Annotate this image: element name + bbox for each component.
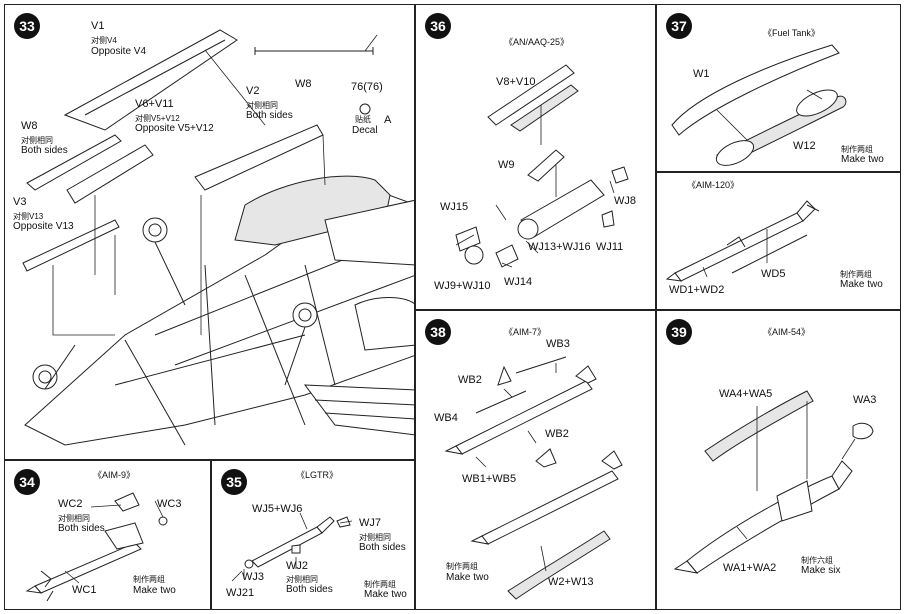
part-note-en-v6: Opposite V5+V12 bbox=[135, 123, 214, 134]
part-label-w12: W12 bbox=[793, 140, 816, 152]
step-36-panel: 36 《AN/AAQ-25》 V8+V10 W9 WJ15 WJ8 WJ13+W… bbox=[415, 4, 656, 310]
part-note-en-w8: Both sides bbox=[21, 145, 68, 156]
part-note-cn-v6: 对侧V5+V12 bbox=[135, 114, 180, 123]
part-label-wj9-wj10: WJ9+WJ10 bbox=[434, 280, 491, 292]
part-note-cn-v2: 对侧相同 bbox=[246, 101, 278, 110]
part-label-wj11: WJ11 bbox=[596, 241, 624, 253]
make-note-en: Make two bbox=[133, 585, 176, 596]
part-note-cn-wj7: 对侧相同 bbox=[359, 533, 391, 542]
part-label-v3: V3 bbox=[13, 196, 27, 208]
part-label-wj21: WJ21 bbox=[226, 587, 255, 599]
make-note-cn: 制作两组 bbox=[364, 580, 396, 589]
step-number: 37 bbox=[666, 13, 692, 39]
part-label-wc1: WC1 bbox=[72, 584, 97, 596]
part-note-en-wc2: Both sides bbox=[58, 523, 105, 534]
make-note-en: Make two bbox=[840, 279, 883, 290]
part-label-w9: W9 bbox=[498, 159, 515, 171]
part-label-wb2-bottom: WB2 bbox=[545, 428, 569, 440]
part-label-wb3: WB3 bbox=[546, 338, 570, 350]
make-note-cn: 制作两组 bbox=[840, 270, 872, 279]
part-note-cn-w8: 对侧相同 bbox=[21, 136, 53, 145]
part-note-cn-v1: 对侧V4 bbox=[91, 36, 117, 45]
part-label-wb1-wb5: WB1+WB5 bbox=[462, 473, 517, 485]
step-38-panel: 38 《AIM-7》 WB3 WB2 WB4 WB2 WB1+WB5 W2+W1… bbox=[415, 310, 656, 610]
make-note-cn: 制作两组 bbox=[446, 562, 478, 571]
aim120-missile-drawing bbox=[665, 200, 820, 282]
part-note-en-wj2: Both sides bbox=[286, 584, 333, 595]
part-label-v1: V1 bbox=[91, 20, 105, 32]
step-number: 39 bbox=[666, 319, 692, 345]
aircraft-assembly-drawing bbox=[22, 29, 414, 446]
step-header: 《LGTR》 bbox=[296, 470, 339, 480]
step-header: 《AIM-54》 bbox=[763, 327, 811, 337]
part-label-v6-v11: V6+V11 bbox=[135, 98, 174, 110]
make-note-en: Make two bbox=[364, 589, 407, 600]
decal-letter: A bbox=[384, 114, 392, 126]
part-label-wj7: WJ7 bbox=[359, 517, 381, 529]
part-note-en-v2: Both sides bbox=[246, 110, 293, 121]
step-number: 38 bbox=[425, 319, 451, 345]
part-note-cn-wc2: 对侧相同 bbox=[58, 514, 90, 523]
step-34-panel: 34 《AIM-9》 WC2 对侧相同 Both sides WC3 WC1 制… bbox=[4, 460, 211, 610]
step-number: 33 bbox=[14, 13, 40, 39]
part-label-wd1-wd2: WD1+WD2 bbox=[669, 284, 725, 296]
make-note-cn: 制作两组 bbox=[133, 575, 165, 584]
part-label-wj3: WJ3 bbox=[242, 571, 264, 583]
decal-number: 76(76) bbox=[351, 81, 383, 93]
part-note-en-wj7: Both sides bbox=[359, 542, 406, 553]
step-header: 《AIM-9》 bbox=[93, 470, 136, 480]
decal-note-en: Decal bbox=[352, 125, 378, 136]
part-label-wj2: WJ2 bbox=[286, 560, 308, 572]
part-note-cn-wj2: 对侧相同 bbox=[286, 575, 318, 584]
part-label-wj8: WJ8 bbox=[614, 195, 636, 207]
part-label-w8-top: W8 bbox=[295, 78, 312, 90]
step-39-panel: 39 《AIM-54》 WA4+WA5 WA3 WA1+WA2 制作六组 Mak… bbox=[656, 310, 901, 610]
targeting-pod-drawing bbox=[455, 64, 629, 268]
part-label-wj15: WJ15 bbox=[440, 201, 469, 213]
part-label-wj13-wj16: WJ13+WJ16 bbox=[528, 241, 591, 253]
part-label-v2: V2 bbox=[246, 85, 260, 97]
aim7-missile-drawing bbox=[444, 356, 623, 600]
make-note-cn: 制作两组 bbox=[841, 145, 873, 154]
part-label-wa4-wa5: WA4+WA5 bbox=[719, 388, 773, 400]
part-label-w1: W1 bbox=[693, 68, 710, 80]
step-37-panel: 37 《Fuel Tank》 W1 W12 制作两组 Make two bbox=[656, 4, 901, 172]
make-note-en: Make two bbox=[841, 154, 884, 165]
part-note-cn-v3: 对侧V13 bbox=[13, 212, 44, 221]
part-label-wj5-wj6: WJ5+WJ6 bbox=[252, 503, 303, 515]
fuel-tank-drawing bbox=[671, 44, 847, 166]
step-number: 34 bbox=[14, 469, 40, 495]
part-note-en-v1: Opposite V4 bbox=[91, 46, 147, 57]
part-label-wd5: WD5 bbox=[761, 268, 786, 280]
aim54-missile-drawing bbox=[673, 390, 874, 574]
lgtr-pod-drawing bbox=[231, 512, 353, 582]
step-35-panel: 35 《LGTR》 WJ5+WJ6 WJ7 对侧相同 Both sides WJ… bbox=[211, 460, 415, 610]
part-label-wj14: WJ14 bbox=[504, 276, 533, 288]
part-label-w8-side: W8 bbox=[21, 120, 38, 132]
part-label-wa3: WA3 bbox=[853, 394, 877, 406]
part-note-en-v3: Opposite V13 bbox=[13, 221, 74, 232]
part-label-wc2: WC2 bbox=[58, 498, 83, 510]
step-header: 《AN/AAQ-25》 bbox=[504, 37, 570, 47]
part-label-wc3: WC3 bbox=[157, 498, 182, 510]
make-note-cn: 制作六组 bbox=[801, 556, 833, 565]
step-header: 《Fuel Tank》 bbox=[763, 28, 820, 38]
part-label-v8-v10: V8+V10 bbox=[496, 76, 536, 88]
part-label-w2-w13: W2+W13 bbox=[548, 576, 594, 588]
step-header: 《AIM-120》 bbox=[687, 180, 740, 190]
step-number: 36 bbox=[425, 13, 451, 39]
aim9-missile-drawing bbox=[25, 492, 168, 602]
aim120-panel: 《AIM-120》 WD5 WD1+WD2 制作两组 Make two bbox=[656, 172, 901, 310]
part-label-wb2-top: WB2 bbox=[458, 374, 482, 386]
part-label-wb4: WB4 bbox=[434, 412, 458, 424]
decal-note-cn: 贴纸 bbox=[355, 115, 371, 124]
make-note-en: Make two bbox=[446, 572, 489, 583]
part-label-wa1-wa2: WA1+WA2 bbox=[723, 562, 777, 574]
step-33-panel: 33 V1 对 bbox=[4, 4, 415, 460]
step-header: 《AIM-7》 bbox=[504, 327, 547, 337]
step-number: 35 bbox=[221, 469, 247, 495]
make-note-en: Make six bbox=[801, 565, 841, 576]
